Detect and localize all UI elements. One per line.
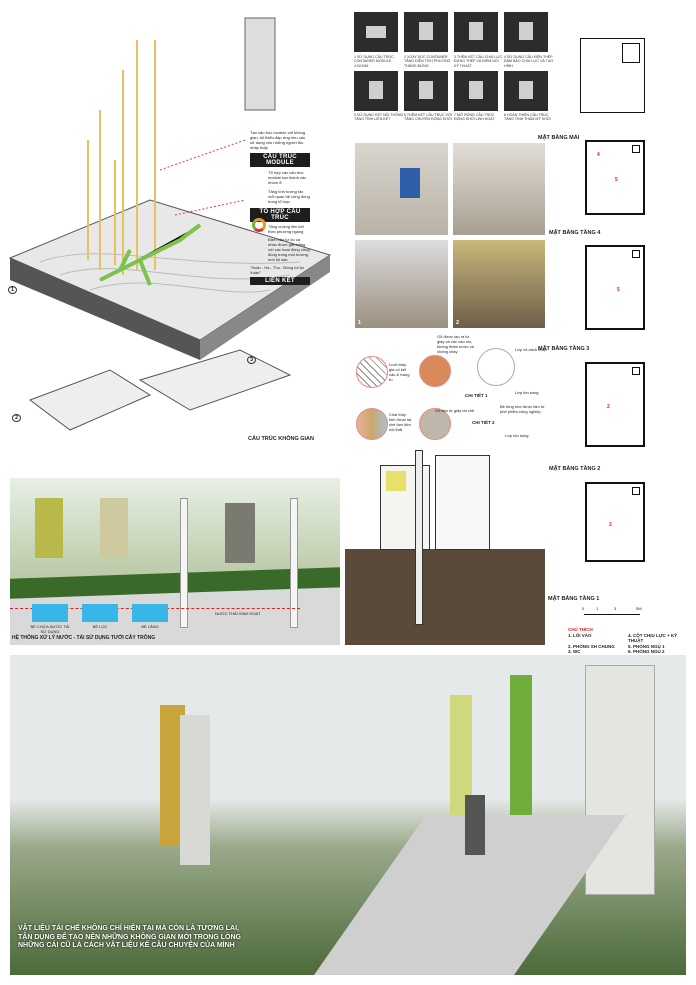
step-tile-5 [354,71,398,111]
marker-2: 2 [12,414,22,422]
waste-water-label: NƯỚC THẢI SINH HOẠT [215,611,261,616]
combo-title: TỔ HỢP CẤU TRÚC [250,208,310,222]
scale-3: 3 [614,606,617,611]
detail-1-drawing [477,348,515,386]
marker-3: 3 [247,356,257,364]
building-section [345,445,545,645]
terrain-illustration [8,17,332,431]
legend-item: 1. LỐI VÀO [568,632,592,638]
combo-text-1: Tăng cường liên kết theo phương ngang [268,224,304,234]
step-tile-1 [354,12,398,52]
legend-title: CHÚ THÍCH [568,627,593,632]
legend-item: 2. PHÒNG SH CHUNG [568,643,615,649]
floor-2-title: MẶT BẰNG TẦNG 2 [549,466,601,472]
module-text-2: Tăng tính tương tác mỗi quan hệ cộng đồn… [268,189,310,204]
step-caption-4: 4 SỬ DỤNG CẤU KIỆN THÉP ĐẢM BẢO CHỊU LỰC… [504,55,554,68]
spatial-structure-diagram: 1 2 3 Tạo cấu trúc module với không gian… [0,0,340,442]
interior-photo-3: 1 [355,240,448,328]
tank-reuse [32,604,68,622]
detail-1-note: Gỗ được tạo ra từ giấy và các cao-xin, k… [437,334,474,354]
photo-label-2: 2 [456,320,460,326]
intro-text: Tạo cấu trúc module với không gian, tối … [250,130,306,150]
step-caption-6: 6 THÊM KẾT CẤU TRỤC VỚI TĂNG CHUYỂN ĐỘNG… [404,113,453,122]
scale-bar: 0 1 3 5M [582,606,642,618]
spatial-title: CẤU TRÚC KHÔNG GIAN [248,436,314,442]
tank-filter-label: BỂ LỌC [92,624,108,629]
mesh-text: Lưới thép gia cố kết cấu & trang trí [389,362,410,382]
step-caption-3: 3 THÊM KẾT CẤU CHỊU LỰC ĐỨNG THÉP VÀ ĐIỂ… [454,55,503,68]
link-title: LIÊN KẾT [250,277,310,285]
building-render [225,503,255,563]
legend: CHÚ THÍCH 1. LỐI VÀO 4. CỘT CHỊU LỰC + K… [568,627,688,655]
module-text-column: Tạo cấu trúc module với không gian, tối … [250,130,310,285]
roof-plan [580,38,645,113]
floor-2-plan: 2 [585,362,645,447]
render-quote: VẬT LIỆU TÁI CHẾ KHÔNG CHỈ HIỆN TẠI MÀ C… [18,925,241,949]
bottle-text: Chai thủy tinh được tái chế làm đèn nội … [389,412,412,432]
step-caption-5: 5 SỬ DỤNG KẾT NỐI THÔNG TĂNG TÍNH LIÊN K… [354,113,404,122]
scale-0: 0 [582,606,585,611]
step-tile-8 [504,71,548,111]
step-caption-8: 8 HOÀN THIỆN CẤU TRÚC TĂNG TÍNH THẨM MỸ … [504,113,551,122]
building-render [35,498,63,558]
column [180,498,188,628]
steel-mesh-image [356,356,388,388]
legend-item: 4. CỘT CHỊU LỰC + KỸ THUẬT [628,632,678,644]
section-block-2 [435,455,490,550]
step-caption-2: 2 XOAY DỌC CONTAINER TĂNG DIỆN TÍCH PHƯƠ… [404,55,451,68]
water-system-title: HỆ THỐNG XỬ LÝ NƯỚC - TÁI SỬ DỤNG TƯỚI C… [12,635,156,641]
combo-text-2: Đảm bảo tự do cá nhân được gắn bằng với … [268,237,310,262]
detail-1-outer: Lớp vỏ cách nhiệt [515,347,547,352]
tank-reuse-label: BỂ CHỨA NƯỚC TÁI SỬ DỤNG [30,624,70,634]
floor-1-title: MẶT BẰNG TẦNG 1 [548,596,600,602]
module-text-1: Tổ hợp các cấu trúc module tạo thành các… [268,170,307,185]
roof-plan-title: MẶT BẰNG MÁI [538,135,580,141]
column [290,498,298,628]
detail-1-inner: Lớp tôn sóng [515,390,539,395]
legend-item: 6. PHÒNG NGỦ 2 [628,649,665,654]
step-tile-7 [454,71,498,111]
floor-4-title: MẶT BẰNG TẦNG 4 [549,230,601,236]
detail-2-title: CHI TIẾT 2 [472,420,495,425]
floor-3-title: MẶT BẰNG TẦNG 3 [538,346,590,352]
interior-photo-1 [355,143,448,235]
tank-settle-label: BỂ LẮNG [141,624,159,629]
step-caption-1: 1 SỬ DỤNG CẤU TRÚC CONTAINER MODULE 4.0X… [354,55,394,68]
interior-photo-4: 2 [453,240,545,328]
floor-1-plan: 2 [585,482,645,562]
season-quote: "Xuân - Hạ - Thu - Đông rồi lại Xuân" [250,265,304,275]
season-wheel-icon [252,218,266,232]
person [465,795,485,855]
building-render [100,498,128,558]
tank-settle [132,604,168,622]
container-material-image [419,355,451,387]
scale-5m: 5M [636,606,642,611]
marker-1: 1 [8,286,18,294]
detail-2-note: Gỗ làm từ giấy tái chế [435,408,475,413]
recycled-wood-image [419,408,451,440]
floor-3-plan: 5 [585,245,645,330]
scale-1: 1 [596,606,599,611]
step-tile-4 [504,12,548,52]
step-caption-7: 7 MỞ RỘNG CẤU TRÚC ĐỘNG KHỐI LINH HOẠT [454,113,495,122]
detail-2-note-2: Bê tông nhẹ được làm từ phế phẩm công ng… [500,404,545,414]
step-tile-2 [404,12,448,52]
glass-bottle-image [356,408,388,440]
legend-item: 3. WC [568,649,581,654]
interior-photo-2 [453,143,545,235]
module-title: CẤU TRÚC MODULE [250,153,310,167]
perspective-render: VẬT LIỆU TÁI CHẾ KHÔNG CHỈ HIỆN TẠI MÀ C… [10,655,686,975]
legend-item: 5. PHÒNG NGỦ 1 [628,643,665,649]
step-tile-6 [404,71,448,111]
step-tile-3 [454,12,498,52]
water-system-diagram: BỂ CHỨA NƯỚC TÁI SỬ DỤNG BỂ LỌC BỂ LẮNG … [10,478,340,645]
section-column [415,450,423,625]
tower [585,665,655,895]
photo-label-1: 1 [358,320,362,326]
tower [180,715,210,865]
detail-1-title: CHI TIẾT 1 [465,393,488,398]
tank-filter [82,604,118,622]
detail-2-inner: Lớp tôn sóng [505,433,529,438]
